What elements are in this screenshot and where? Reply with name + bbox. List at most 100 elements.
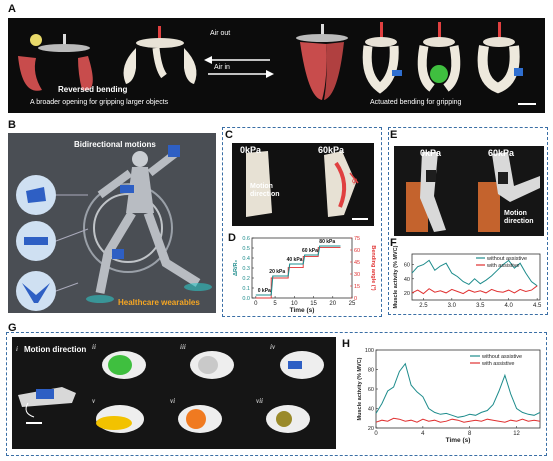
object-iii — [198, 356, 218, 374]
reversed-finger-right — [78, 56, 93, 91]
air-tube — [158, 26, 161, 40]
panel-b-illustration — [8, 133, 216, 313]
legend-label: without assistive — [481, 354, 522, 360]
x-tick-label: 0 — [374, 431, 378, 437]
x-tick-label: 20 — [329, 301, 336, 307]
panel-label-c: C — [225, 129, 233, 141]
gripper-hub-3 — [423, 37, 455, 47]
glove-i — [36, 389, 54, 399]
c-0kpa-label: 0kPa — [240, 145, 262, 155]
x-tick-label: 25 — [349, 301, 356, 307]
series-with-assistive — [411, 285, 538, 295]
figure-head — [132, 151, 148, 167]
air-tube-3 — [438, 22, 441, 40]
plot-frame — [375, 349, 541, 429]
x-tick-label: 12 — [513, 431, 520, 437]
x-tick-label: 2.5 — [419, 303, 428, 309]
object-iv — [288, 361, 302, 369]
x-tick-label: 4.0 — [505, 303, 514, 309]
plot-frame — [411, 253, 541, 301]
blue-part — [392, 70, 402, 76]
series-with-assistive — [375, 417, 541, 423]
figure-leg-left — [95, 210, 136, 294]
reversed-finger-left — [18, 56, 42, 91]
figure-torso — [126, 167, 154, 213]
panel-e-photo — [394, 146, 544, 236]
gripper-top-plate — [38, 44, 90, 52]
panel-c-photo — [232, 143, 374, 226]
panel-label-e: E — [390, 129, 398, 141]
x-tick-label: 3.0 — [448, 303, 457, 309]
c-60kpa-label: 60kPa — [318, 145, 345, 155]
air-tube-4 — [498, 22, 501, 40]
ring-inner — [93, 193, 163, 263]
connector-2 — [55, 228, 89, 242]
panel-a-gripper-illustration — [18, 22, 536, 105]
y-right-tick-label: 30 — [354, 272, 360, 278]
g-motion-direction: Motion direction — [24, 345, 87, 354]
y-right-tick-label: 0 — [354, 296, 357, 302]
wearable-knee — [112, 249, 124, 259]
y-tick-label: 0.4 — [242, 256, 250, 262]
arrow-head-left — [204, 56, 212, 64]
motion-arrow-g — [25, 402, 35, 418]
gripper-hub-4 — [483, 37, 515, 47]
gripper-top-plate-2 — [296, 34, 348, 42]
y-tick-label: 0.3 — [242, 266, 250, 272]
detail-knee — [22, 283, 50, 303]
y-tick-label: 0.6 — [242, 236, 250, 242]
panel-label-f: F — [390, 237, 397, 249]
object-vi — [186, 409, 206, 429]
detail-bubble-3 — [16, 271, 56, 311]
x-tick-label: 5 — [273, 301, 277, 307]
object-ii — [108, 355, 132, 375]
y-tick-label: 20 — [404, 291, 410, 297]
y-tick-label: 0.0 — [242, 296, 250, 302]
actuator-bent — [334, 161, 347, 208]
series-resistance — [255, 245, 341, 296]
chair-right — [478, 182, 500, 232]
white-finger-center — [152, 47, 167, 79]
blue-part-2 — [514, 68, 523, 76]
y-tick-label: 60 — [368, 387, 374, 393]
c-motion-direction: Motion direction — [250, 183, 280, 198]
y-tick-label: 0.2 — [242, 276, 250, 282]
brace-left — [426, 170, 436, 182]
g-sub-ii: ii — [92, 343, 96, 351]
y-tick-label: 80 — [368, 368, 374, 374]
y-tick-label: 0.1 — [242, 286, 250, 292]
g-sub-vi: vi — [170, 397, 176, 405]
panel-label-g: G — [8, 322, 17, 334]
e-motion-direction: Motion direction — [504, 210, 534, 225]
brace-right — [498, 172, 508, 184]
panel-cd-frame — [222, 127, 382, 317]
pressure-annotation: 80 kPa — [319, 239, 335, 245]
angle-marker — [349, 172, 359, 184]
y-tick-label: 0.5 — [242, 246, 250, 252]
panel-g-photo — [12, 337, 336, 449]
x-tick-label: 4.5 — [533, 303, 542, 309]
legend-label: without assistive — [486, 256, 527, 262]
y-tick-label: 60 — [404, 263, 410, 269]
e-0kpa-label: 0kPa — [420, 148, 442, 158]
y-right-tick-label: 60 — [354, 248, 360, 254]
panel-label-d: D — [228, 232, 236, 244]
arm-left — [246, 151, 272, 217]
legend-label: with assistive — [481, 361, 514, 367]
x-axis-label: Time (s) — [290, 307, 315, 314]
panel-c-drawing — [246, 151, 368, 220]
gripper-finger-3b — [443, 45, 461, 92]
gripper-stem-2 — [321, 24, 324, 36]
panel-ef-frame — [388, 127, 548, 315]
x-tick-label: 4 — [421, 431, 425, 437]
x-tick-label: 8 — [468, 431, 472, 437]
y-tick-label: 40 — [368, 407, 374, 413]
object-v — [96, 416, 132, 430]
green-ball — [430, 65, 448, 83]
pressure-annotation: 20 kPa — [269, 269, 285, 275]
panel-b-drawing — [16, 145, 212, 311]
figure-leg-right — [143, 211, 201, 287]
x-tick-label: 15 — [310, 301, 317, 307]
